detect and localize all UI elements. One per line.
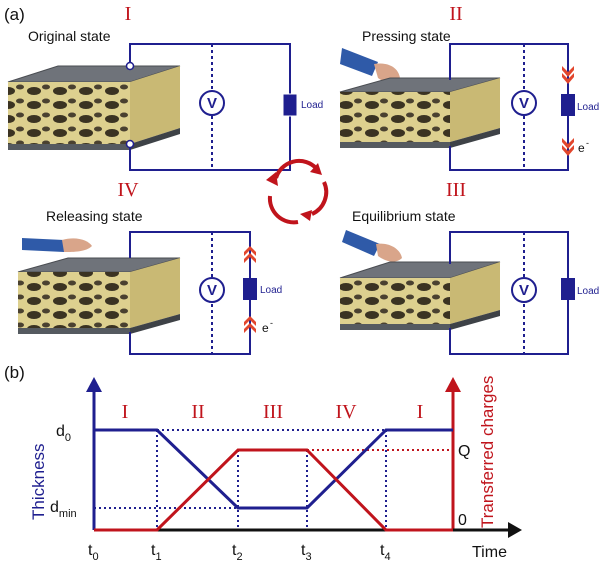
state-name: Original state (28, 28, 111, 44)
voltmeter-label: V (207, 282, 217, 299)
panel-a-tag: (a) (4, 5, 25, 24)
voltmeter-label: V (519, 282, 529, 299)
thickness-curve (94, 428, 453, 510)
electron-sup: - (270, 318, 273, 328)
charge-curve (94, 448, 453, 532)
state-name: Releasing state (46, 208, 143, 224)
hand-icon (340, 48, 400, 83)
load-resistor (243, 278, 257, 300)
y-right-label: Transferred charges (478, 376, 497, 528)
load-label: Load (301, 100, 323, 111)
state-pressing: II Pressing state V Load e - (339, 3, 599, 171)
state-roman: IV (117, 179, 139, 201)
phase-label: I (122, 401, 129, 423)
zero-label: 0 (458, 512, 467, 529)
q-label: Q (458, 443, 470, 460)
foam-block (17, 257, 181, 334)
state-name: Equilibrium state (352, 208, 456, 224)
panel-b-tag: (b) (4, 363, 25, 382)
state-releasing: IV Releasing state V Load e - (17, 179, 282, 355)
t-label: t0 (88, 542, 99, 563)
electron-flow-down-icon (562, 66, 574, 156)
axes (86, 377, 522, 538)
t-label: t3 (301, 542, 312, 563)
phase-label: II (191, 401, 204, 423)
foam-block (7, 65, 181, 150)
phase-label: IV (335, 401, 357, 423)
guide-lines (94, 429, 453, 530)
voltmeter-icon (199, 277, 225, 303)
phase-label: I (417, 401, 424, 423)
load-label: Load (577, 286, 599, 297)
state-original: I Original state V Load (7, 3, 323, 171)
hand-icon (342, 230, 402, 262)
electron-label: e (262, 321, 269, 335)
t-label: t1 (151, 542, 162, 563)
state-roman: I (125, 3, 132, 25)
cycle-arrows-icon (266, 158, 329, 225)
voltmeter-icon (511, 90, 537, 116)
electron-label: e (578, 141, 585, 155)
state-name: Pressing state (362, 28, 451, 44)
state-roman: III (446, 179, 466, 201)
state-roman: II (449, 3, 462, 25)
foam-block (339, 77, 501, 148)
hand-icon (22, 238, 92, 252)
t-label: t4 (380, 542, 391, 563)
state-equilibrium: III Equilibrium state V Load (339, 179, 599, 355)
phase-label: III (263, 401, 283, 423)
voltmeter-icon (511, 277, 537, 303)
load-label: Load (260, 285, 282, 296)
y-left-label: Thickness (29, 443, 48, 520)
load-resistor (282, 93, 298, 117)
load-resistor (561, 278, 575, 300)
load-resistor (561, 94, 575, 116)
electron-sup: - (586, 138, 589, 148)
voltmeter-label: V (207, 95, 217, 112)
voltmeter-label: V (519, 95, 529, 112)
dmin-label: dmin (50, 499, 77, 520)
electron-flow-up-icon (244, 246, 256, 333)
foam-block (339, 261, 501, 330)
voltmeter-icon (199, 90, 225, 116)
t-label: t2 (232, 542, 243, 563)
x-label: Time (472, 544, 507, 561)
d0-label: d0 (56, 423, 71, 444)
load-label: Load (577, 102, 599, 113)
